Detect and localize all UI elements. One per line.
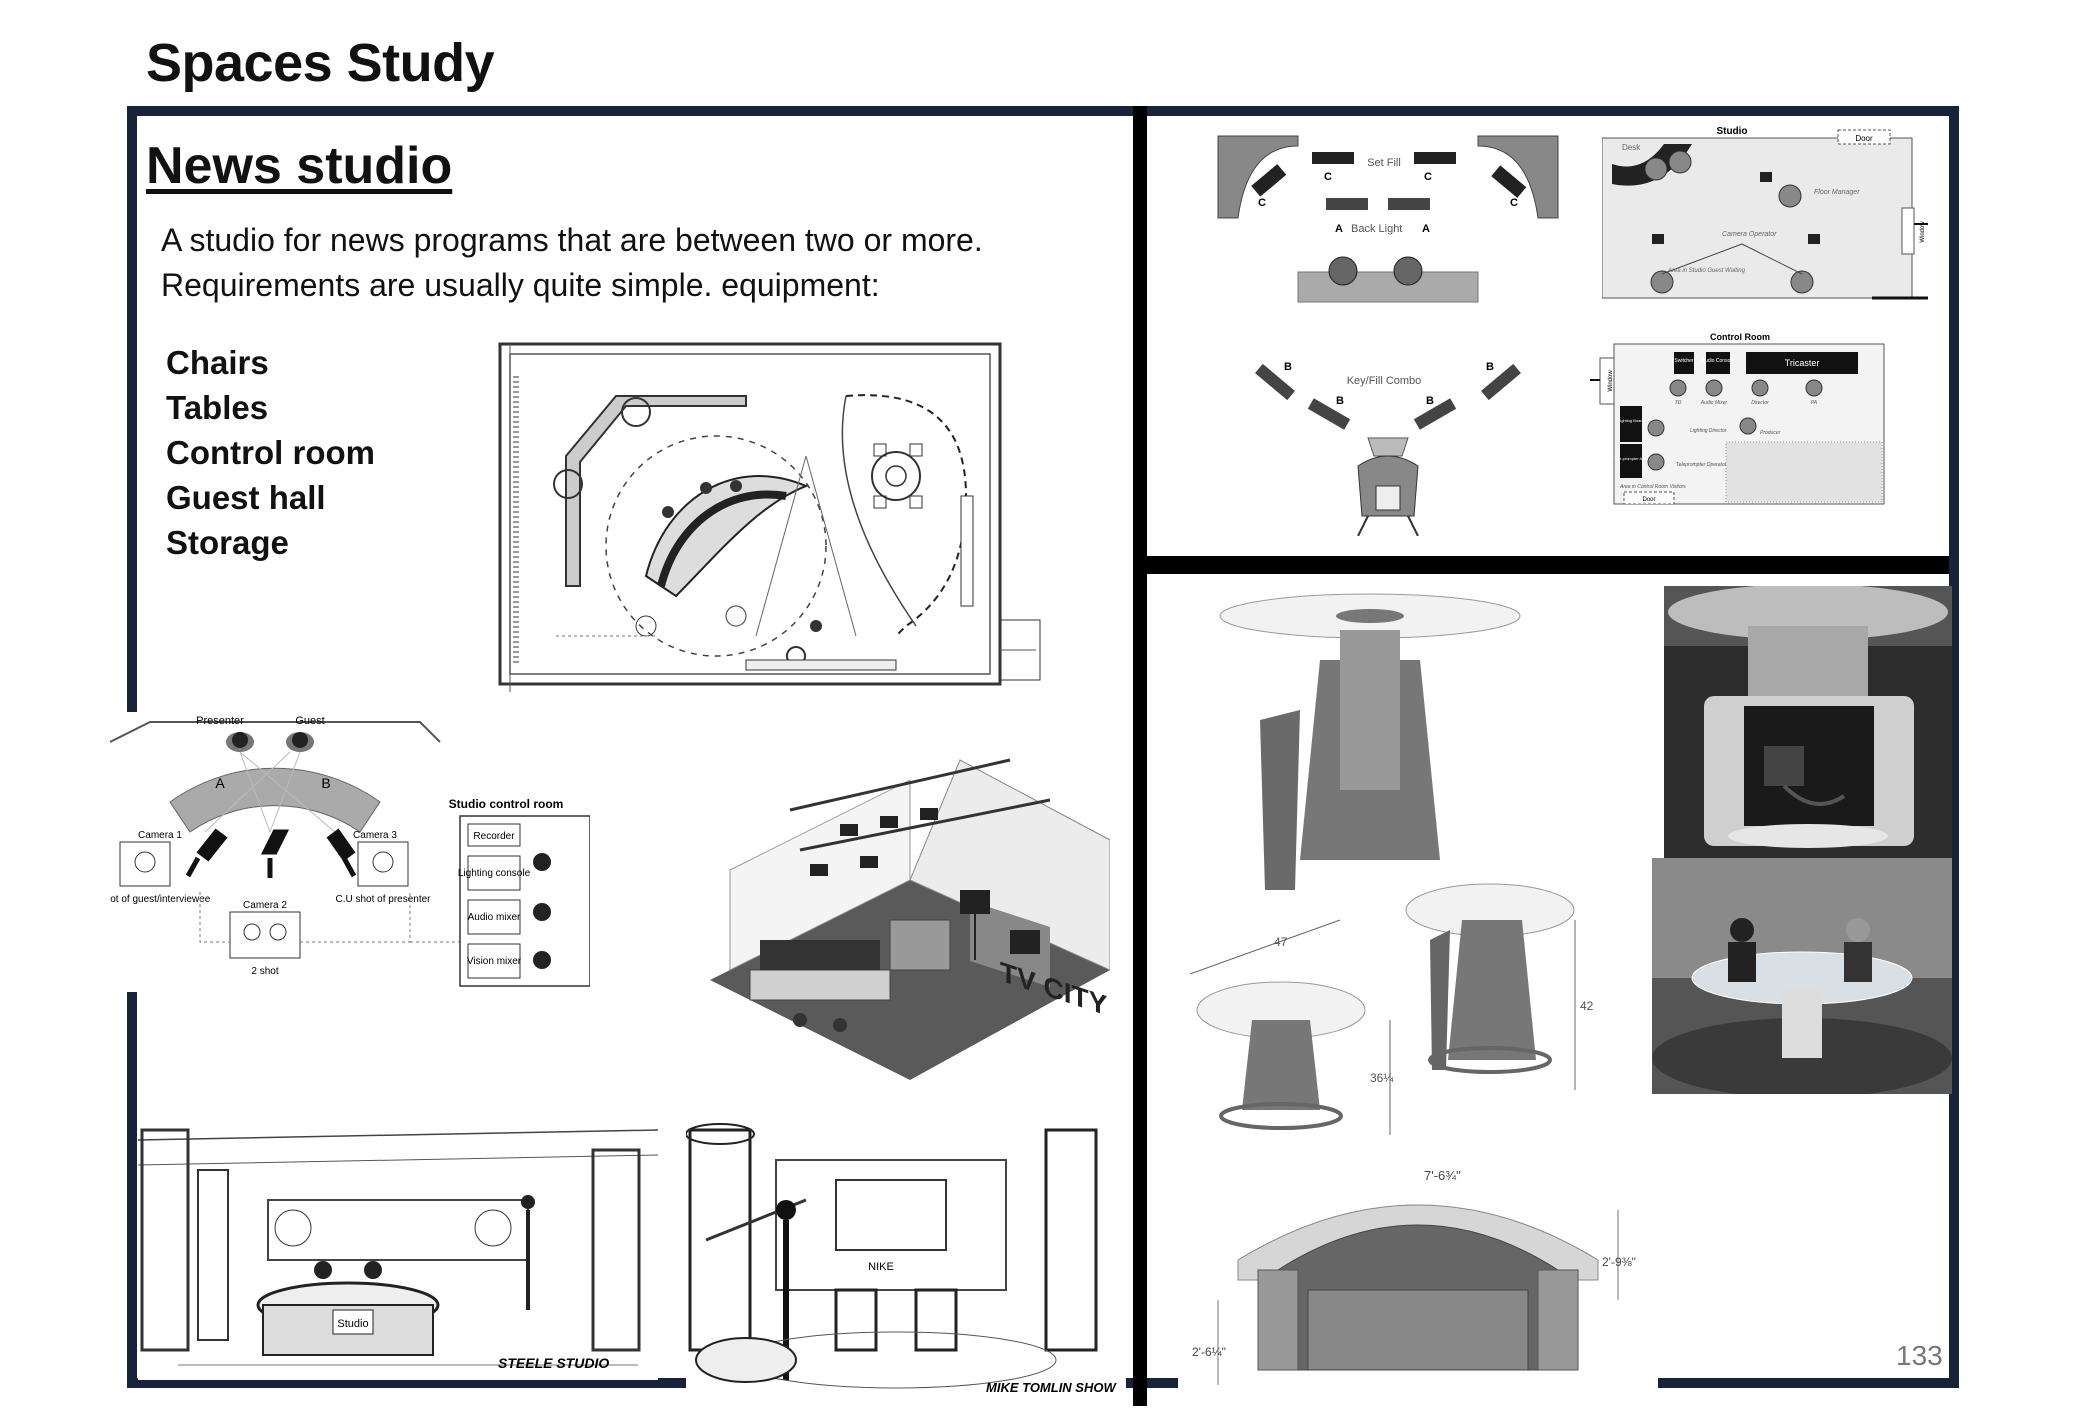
studio-layout-plan: Studio Door Desk Floor Manager Camera Op… [1602, 124, 1930, 304]
back-light-label: Back Light [1351, 223, 1402, 235]
equipment-item: Chairs [166, 344, 269, 381]
page-heading: Spaces Study [146, 33, 495, 93]
light-mark-b3: B [1336, 395, 1344, 407]
guest-label: Guest [295, 715, 324, 727]
round-desk-photo [1652, 858, 1952, 1094]
dim-arc-width: 7'-6¾" [1424, 1168, 1461, 1183]
studio-plan-title: Studio [1716, 126, 1747, 137]
left-sketch-caption: STEELE STUDIO [498, 1355, 609, 1371]
role-audio-mixer: Audio Mixer [1700, 400, 1728, 406]
set-fill-lights [1251, 152, 1527, 198]
sketch-sign: NIKE [868, 1261, 894, 1273]
device-vision-mixer: Vision mixer [467, 956, 522, 967]
camera3-label: Camera 3 [353, 830, 397, 841]
vertical-divider [1133, 106, 1147, 1406]
desk-pedestal-renders: 47 36¼ 42 [1170, 590, 1610, 1150]
equipment-item: Tables [166, 389, 269, 426]
dim-height-high: 42 [1580, 999, 1594, 1013]
audio-console-label: Audio Console [1702, 358, 1735, 364]
control-room-plan: Control Room Window Switcher Audio Conso… [1590, 330, 1890, 510]
light-mark-b2: B [1486, 361, 1494, 373]
tricaster-label: Tricaster [1785, 358, 1820, 368]
studio-sketch-right: NIKE MIKE TOMLIN SHOW [686, 1110, 1126, 1400]
isometric-studio-illustration: TV CITY [690, 740, 1110, 1090]
device-lighting-console: Lighting console [458, 868, 531, 879]
light-mark-b4: B [1426, 395, 1434, 407]
studio-sketch-left: Studio STEELE STUDIO [138, 1110, 658, 1380]
control-room-diagram-title: Studio control room [449, 797, 564, 811]
role-teleprompter-operator: Teleprompter Operator [1676, 462, 1727, 468]
key-fill-label: Key/Fill Combo [1347, 375, 1422, 387]
dim-end-depth: 2'-6¼" [1192, 1345, 1226, 1359]
section-title: News studio [146, 137, 453, 195]
control-window-label: Window [1608, 370, 1614, 392]
light-mark-c4: C [1510, 197, 1518, 209]
horizontal-divider [1147, 556, 1949, 574]
zone-a-label: A [215, 775, 225, 791]
camera-operator-label: Camera Operator [1722, 231, 1777, 238]
camera1-label: Camera 1 [138, 830, 182, 841]
dim-width: 47 [1274, 935, 1288, 949]
presenter-label: Presenter [196, 715, 244, 727]
cu-presenter-caption: C.U shot of presenter [335, 894, 431, 905]
light-mark-a2: A [1422, 223, 1430, 235]
camera2-label: Camera 2 [243, 900, 287, 911]
two-shot-caption: 2 shot [251, 966, 278, 977]
role-pa: PA [1811, 400, 1818, 406]
equipment-item: Guest hall [166, 479, 326, 516]
floor-manager-label: Floor Manager [1814, 189, 1860, 196]
role-lighting-director: Lighting Director [1690, 428, 1727, 434]
studio-desk-label: Desk [1622, 143, 1641, 152]
switcher-label: Switcher [1674, 358, 1694, 364]
zone-b-label: B [321, 775, 330, 791]
pedestal-interior-photo [1664, 586, 1952, 858]
light-mark-c1: C [1324, 171, 1332, 183]
lighting-diagram: Set Fill C C C C A Back Light A Key/Fill… [1208, 126, 1576, 536]
studio-floor-plan [496, 336, 1052, 706]
control-door-label: Door [1642, 497, 1655, 503]
camera-setup-diagram: A B Presenter Guest Camera 1 Camera 2 Ca… [110, 712, 590, 992]
light-mark-c2: C [1424, 171, 1432, 183]
desk-logo: Studio [337, 1318, 368, 1330]
equipment-item: Storage [166, 524, 289, 561]
cu-guest-caption: C.U shot of guest/interviewee [110, 894, 211, 905]
light-mark-c3: C [1258, 197, 1266, 209]
equipment-item: Control room [166, 434, 375, 471]
device-recorder: Recorder [473, 831, 515, 842]
dim-height-low: 36¼ [1370, 1071, 1394, 1085]
studio-area-label: Area in Studio Guest Waiting [1667, 268, 1746, 274]
studio-door-label: Door [1855, 134, 1873, 143]
dim-depth: 2'-9⅜" [1602, 1255, 1636, 1269]
role-td: TD [1675, 400, 1682, 406]
lighting-board-label: Lighting Board [1618, 418, 1644, 423]
page-number: 133 [1896, 1340, 1943, 1371]
light-mark-a1: A [1335, 223, 1343, 235]
studio-window-label: Window [1920, 221, 1926, 243]
teleprompter-area-label: Tele-prompter Area [1614, 456, 1649, 461]
light-mark-b1: B [1284, 361, 1292, 373]
device-audio-mixer: Audio mixer [468, 912, 521, 923]
intro-paragraph: A studio for news programs that are betw… [161, 222, 983, 303]
equipment-list: Chairs Tables Control room Guest hall St… [166, 340, 375, 565]
control-room-title: Control Room [1710, 332, 1770, 342]
right-sketch-caption: MIKE TOMLIN SHOW [986, 1380, 1117, 1395]
role-director: Director [1751, 400, 1769, 406]
control-guest-area-label: Area in Control Room Visitors [1619, 484, 1686, 490]
arc-desk-render: 7'-6¾" 2'-9⅜" 2'-6¼" [1178, 1160, 1658, 1390]
set-fill-label: Set Fill [1367, 157, 1401, 169]
role-producer: Producer [1760, 430, 1781, 436]
